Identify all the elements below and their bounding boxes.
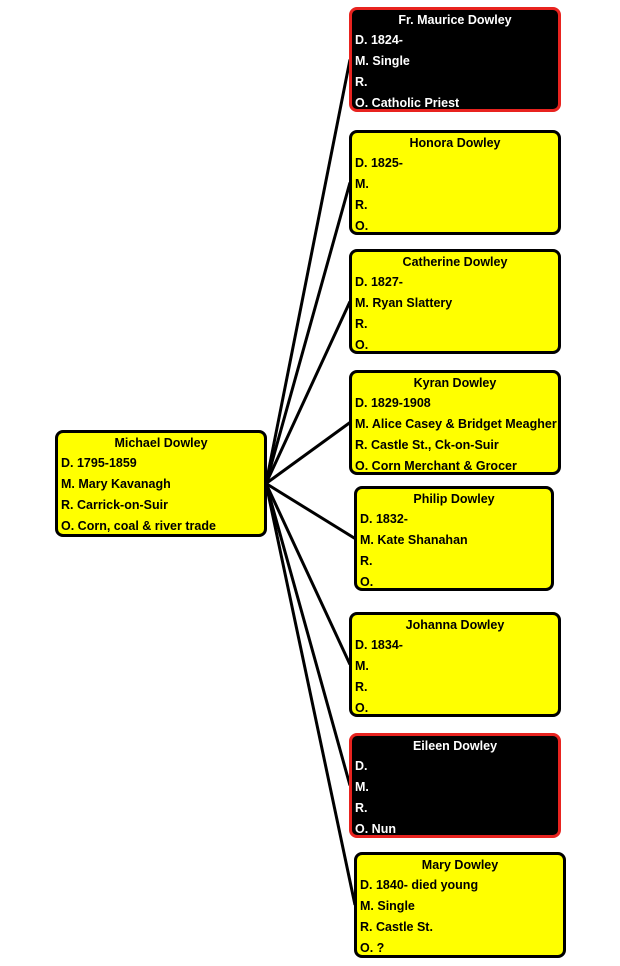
connector-line-0 [264,59,352,484]
person-dates: D. 1829-1908 [355,396,431,410]
person-occupation: O. Nun [355,822,396,836]
person-card-eileen-dowley: Eileen Dowley D. M. R. O. Nun [349,733,561,838]
person-card-kyran-dowley: Kyran Dowley D. 1829-1908 M. Alice Casey… [349,370,561,475]
person-name: Michael Dowley [114,436,208,450]
person-dates: D. 1827- [355,275,403,289]
person-name: Eileen Dowley [412,739,498,753]
person-marriage: M. Single [355,54,410,68]
person-name: Honora Dowley [409,136,501,150]
connector-line-5 [264,482,352,666]
person-residence: R. [355,801,368,815]
person-card-philip-dowley: Philip Dowley D. 1832- M. Kate Shanahan … [354,486,554,591]
person-dates: D. 1825- [355,156,403,170]
person-dates: D. 1834- [355,638,403,652]
person-marriage: M. Kate Shanahan [360,533,468,547]
person-card-maurice-dowley: Fr. Maurice Dowley D. 1824- M. Single R.… [349,7,561,112]
person-marriage: M. [355,780,369,794]
person-name: Catherine Dowley [402,255,508,269]
person-residence: R. [355,75,368,89]
person-occupation: O. [360,575,374,589]
connector-line-1 [264,182,352,484]
person-occupation: O. Corn, coal & river trade [61,519,216,533]
person-occupation: O. ? [360,941,385,955]
person-name: Kyran Dowley [413,376,497,390]
person-occupation: O. [355,701,369,715]
person-card-michael-dowley: Michael Dowley D. 1795-1859 M. Mary Kava… [55,430,267,537]
connector-line-2 [264,300,352,485]
person-marriage: M. Mary Kavanagh [61,477,171,491]
person-residence: R. [355,198,368,212]
person-card-mary-dowley: Mary Dowley D. 1840- died young M. Singl… [354,852,566,958]
person-dates: D. 1840- died young [360,878,479,892]
person-marriage: M. Ryan Slattery [355,296,453,310]
person-residence: R. Castle St. [360,920,433,934]
person-marriage: M. Alice Casey & Bridget Meagher [355,417,557,431]
person-card-honora-dowley: Honora Dowley D. 1825- M. R. O. [349,130,561,235]
person-dates: D. 1795-1859 [61,456,137,470]
person-name: Mary Dowley [421,858,499,872]
person-marriage: M. [355,177,369,191]
person-occupation: O. Corn Merchant & Grocer [355,459,517,473]
person-residence: R. Castle St., Ck-on-Suir [355,438,499,452]
person-dates: D. 1824- [355,33,403,47]
person-name: Johanna Dowley [405,618,505,632]
connector-line-3 [265,421,351,485]
person-residence: R. Carrick-on-Suir [61,498,168,512]
person-marriage: M. [355,659,369,673]
person-residence: R. [360,554,373,568]
connector-line-7 [264,483,357,906]
person-card-catherine-dowley: Catherine Dowley D. 1827- M. Ryan Slatte… [349,249,561,354]
connector-line-6 [264,483,352,786]
person-occupation: O. [355,219,369,233]
person-residence: R. [355,680,368,694]
person-residence: R. [355,317,368,331]
person-name: Philip Dowley [413,492,495,506]
person-occupation: O. [355,338,369,352]
connector-line-4 [265,482,356,540]
person-marriage: M. Single [360,899,415,913]
person-name: Fr. Maurice Dowley [398,13,512,27]
person-card-johanna-dowley: Johanna Dowley D. 1834- M. R. O. [349,612,561,717]
person-occupation: O. Catholic Priest [355,96,460,110]
person-dates: D. 1832- [360,512,408,526]
person-dates: D. [355,759,368,773]
